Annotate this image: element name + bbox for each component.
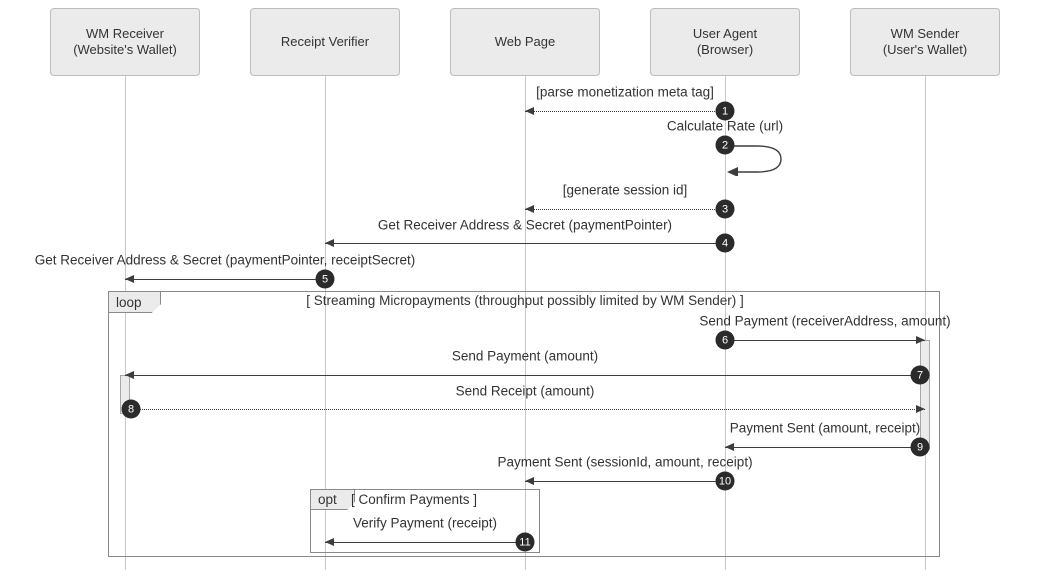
message-7-arrowhead — [125, 371, 134, 379]
participant-wm-sender[interactable]: WM Sender(User's Wallet) — [850, 8, 1000, 76]
message-3-badge: 3 — [715, 199, 735, 219]
message-7-badge: 7 — [910, 365, 930, 385]
message-6-line — [725, 340, 925, 341]
message-5-arrowhead — [125, 275, 134, 283]
message-7-label: Send Payment (amount) — [451, 348, 599, 364]
participant-user-agent[interactable]: User Agent(Browser) — [650, 8, 800, 76]
participant-user-agent-line1: User Agent — [692, 25, 758, 41]
message-8-arrowhead — [916, 405, 925, 413]
message-4-badge: 4 — [715, 233, 735, 253]
message-3-line — [525, 209, 725, 210]
participant-web-page-text: Web Page — [495, 34, 555, 50]
participant-receipt-verifier[interactable]: Receipt Verifier — [250, 8, 400, 76]
loop-frame — [108, 291, 940, 557]
message-8-label: Send Receipt (amount) — [455, 383, 595, 399]
participant-wm-receiver-line1: WM Receiver — [85, 25, 164, 41]
message-11-line — [325, 542, 525, 543]
wm-sender-activation — [920, 340, 930, 450]
participant-wm-receiver[interactable]: WM Receiver(Website's Wallet) — [50, 8, 200, 76]
message-1-label: [parse monetization meta tag] — [536, 84, 714, 100]
participant-web-page-line1: Web Page — [494, 33, 556, 49]
participant-wm-sender-line2: (User's Wallet) — [882, 42, 968, 57]
message-10-line — [525, 481, 725, 482]
message-5-badge: 5 — [315, 269, 335, 289]
lifeline-web-page — [525, 76, 526, 570]
loop-frame-condition: [ Streaming Micropayments (throughput po… — [306, 293, 744, 308]
participant-wm-sender-line1: WM Sender — [890, 25, 960, 41]
opt-frame — [310, 489, 540, 553]
participant-receipt-verifier-text: Receipt Verifier — [281, 34, 369, 50]
opt-frame-tab: opt — [311, 490, 355, 510]
message-7-line — [125, 375, 925, 376]
message-2-label: Calculate Rate (url) — [666, 118, 784, 134]
message-8-line — [130, 409, 925, 410]
message-4-line — [325, 243, 725, 244]
message-10-badge: 10 — [715, 471, 735, 491]
participant-wm-receiver-line2: (Website's Wallet) — [73, 42, 177, 57]
message-4-arrowhead — [325, 239, 334, 247]
message-10-label: Payment Sent (sessionId, amount, receipt… — [497, 454, 753, 470]
message-6-arrowhead — [916, 336, 925, 344]
message-11-badge: 11 — [515, 532, 535, 552]
message-1-badge: 1 — [715, 101, 735, 121]
participant-wm-sender-text: WM Sender(User's Wallet) — [883, 26, 967, 59]
participant-receipt-verifier-line1: Receipt Verifier — [280, 33, 370, 49]
lifeline-user-agent — [725, 76, 726, 570]
participant-user-agent-line2: (Browser) — [696, 42, 754, 57]
message-6-badge: 6 — [715, 330, 735, 350]
message-2-badge: 2 — [715, 135, 735, 155]
message-9-arrowhead — [725, 443, 734, 451]
opt-frame-condition: [ Confirm Payments ] — [350, 492, 478, 507]
message-9-label: Payment Sent (amount, receipt) — [729, 420, 921, 436]
message-3-label: [generate session id] — [562, 182, 688, 198]
message-4-label: Get Receiver Address & Secret (paymentPo… — [377, 217, 673, 233]
message-11-arrowhead — [325, 538, 334, 546]
participant-user-agent-text: User Agent(Browser) — [693, 26, 757, 59]
message-9-line — [725, 447, 925, 448]
message-9-badge: 9 — [910, 437, 930, 457]
message-2-selfloop — [727, 145, 782, 176]
message-1-arrowhead — [525, 107, 534, 115]
message-5-line — [125, 279, 325, 280]
message-10-arrowhead — [525, 477, 534, 485]
message-6-label: Send Payment (receiverAddress, amount) — [699, 313, 951, 329]
message-3-arrowhead — [525, 205, 534, 213]
loop-frame-tab: loop — [109, 292, 161, 313]
message-11-label: Verify Payment (receipt) — [352, 515, 498, 531]
lifeline-receipt-verifier — [325, 76, 326, 570]
lifeline-wm-sender — [925, 76, 926, 570]
message-1-line — [525, 111, 725, 112]
message-5-label: Get Receiver Address & Secret (paymentPo… — [34, 252, 416, 268]
lifeline-wm-receiver — [125, 76, 126, 570]
participant-wm-receiver-text: WM Receiver(Website's Wallet) — [73, 26, 177, 59]
message-8-badge: 8 — [121, 399, 141, 419]
participant-web-page[interactable]: Web Page — [450, 8, 600, 76]
